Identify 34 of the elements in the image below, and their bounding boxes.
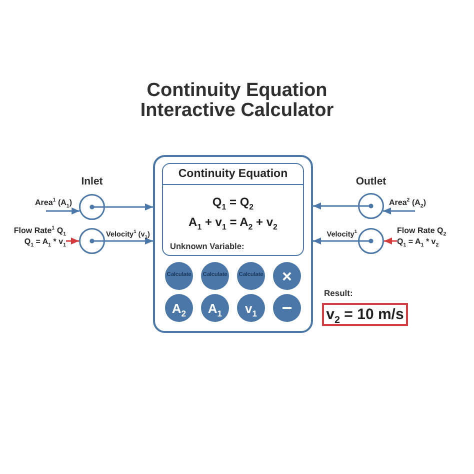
flow-arrow bbox=[105, 238, 153, 244]
flow-arrow bbox=[313, 202, 358, 210]
variable-label: Area$^{2}$ (A$_{2}$) bbox=[389, 198, 426, 208]
equation: A$_{1}$ + v$_{1}$ = A$_{2}$ + v$_{2}$ bbox=[188, 214, 278, 230]
flow-arrow bbox=[313, 238, 358, 244]
section-heading: Inlet bbox=[81, 176, 103, 188]
flow-arrow bbox=[383, 208, 416, 214]
calculator-key: − bbox=[273, 294, 301, 322]
flow-point-circle bbox=[358, 228, 384, 254]
result-box: v$_{2}$ = 10 m/s bbox=[322, 303, 408, 326]
flow-rate-label: Flow Rate$^{1}$ Q$_{1}$ bbox=[14, 224, 66, 236]
result-label: Result: bbox=[324, 288, 353, 299]
formula-label: Q$_{1}$ = A$_{1}$ * v$_{1}$ bbox=[24, 236, 66, 246]
equation: Q$_{1}$ = Q$_{2}$ bbox=[212, 194, 254, 210]
section-heading: Outlet bbox=[356, 176, 386, 188]
calculator-key: A$_{2}$ bbox=[165, 294, 193, 322]
field-label: Unknown Variable: bbox=[170, 241, 244, 252]
calculator-body bbox=[153, 155, 313, 333]
flow-point-circle bbox=[79, 228, 105, 254]
flow-rate-label: Flow Rate Q$_{2}$ bbox=[397, 224, 446, 236]
panel-heading: Continuity Equation bbox=[163, 164, 303, 185]
flow-point-circle bbox=[79, 194, 105, 220]
display-panel bbox=[162, 163, 304, 256]
calculator-key: v$_{1}$ bbox=[237, 294, 265, 322]
flow-arrow bbox=[66, 238, 79, 244]
flow-arrow bbox=[46, 208, 80, 214]
formula-label: Q$_{1}$ = A$_{1}$ * v$_{2}$ bbox=[397, 236, 439, 246]
flow-point-circle bbox=[358, 193, 384, 219]
diagram-title: Continuity Equation Interactive Calculator bbox=[139, 81, 335, 120]
calculator-key: A$_{1}$ bbox=[201, 294, 229, 322]
calculator-key: × bbox=[273, 262, 301, 290]
flow-arrow bbox=[384, 238, 397, 244]
variable-label: Area$^{1}$ (A$_{1}$) bbox=[34, 198, 72, 208]
flow-arrow bbox=[105, 204, 153, 210]
